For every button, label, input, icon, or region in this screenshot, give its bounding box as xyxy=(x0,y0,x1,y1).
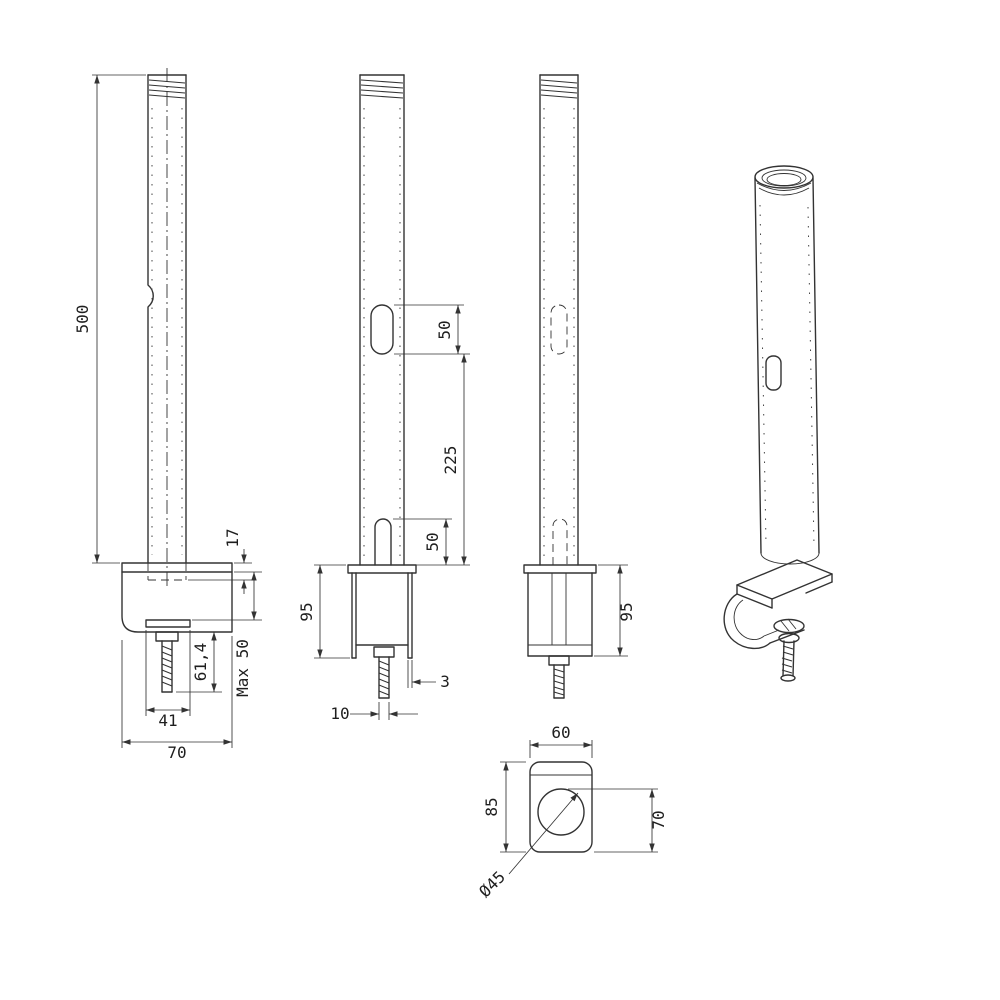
top-view: 60 85 70 Ø45 xyxy=(475,723,668,901)
dim-pad-width-label: 41 xyxy=(158,711,177,730)
dim-flange-thickness-label: 3 xyxy=(440,672,450,691)
front-view: 50 225 50 95 10 3 xyxy=(297,74,470,723)
clamp-iso xyxy=(723,559,833,650)
screw-front xyxy=(373,646,395,699)
pole-front xyxy=(359,74,405,566)
dimensions-side-right: 95 xyxy=(594,564,636,657)
dimensions-front: 50 225 50 95 10 3 xyxy=(297,304,470,723)
screw-side-right xyxy=(548,655,570,699)
dim-clamp-height-front-label: 95 xyxy=(297,602,316,621)
clamp-front xyxy=(347,564,417,659)
dim-pole-insert-label: 17 xyxy=(223,528,242,547)
dim-slot-height-label: 50 xyxy=(435,320,454,339)
dimensions-top: 60 85 70 Ø45 xyxy=(475,723,668,901)
dim-width-label: 60 xyxy=(551,723,570,742)
dim-bore-diameter-label: Ø45 xyxy=(475,867,509,901)
screw-side xyxy=(155,631,179,693)
pole-side-right xyxy=(539,74,579,566)
isometric-view xyxy=(723,165,833,682)
clamp-top xyxy=(529,761,593,853)
pole-side xyxy=(147,68,187,590)
side-view-left: 500 17 61,4 Max 50 41 70 xyxy=(73,68,262,762)
hidden-slot xyxy=(550,304,568,355)
dim-depth-label: 70 xyxy=(649,810,668,829)
clamp-side-right xyxy=(523,564,597,657)
pole-iso xyxy=(754,165,820,565)
dim-clamp-height-side-label: 95 xyxy=(617,602,636,621)
dimensions-side-left: 500 17 61,4 Max 50 41 70 xyxy=(73,74,262,762)
dim-lower-slot-height-label: 50 xyxy=(423,532,442,551)
clamp-side xyxy=(121,562,233,633)
dim-screw-diameter-label: 10 xyxy=(330,704,349,723)
upper-slot xyxy=(370,304,394,355)
screw-iso xyxy=(773,618,805,682)
lower-slot xyxy=(374,518,392,566)
dim-slot-offset-label: 225 xyxy=(441,446,460,475)
dim-max-clamp-label: Max 50 xyxy=(233,639,252,697)
hidden-lower-slot xyxy=(552,518,568,565)
dim-length-label: 85 xyxy=(482,797,501,816)
bore-circle xyxy=(537,788,585,836)
side-view-right: 95 xyxy=(523,74,636,699)
dim-clamp-depth-label: 70 xyxy=(167,743,186,762)
dim-overall-height-label: 500 xyxy=(73,305,92,334)
slot-iso xyxy=(765,355,782,391)
dim-screw-length-label: 61,4 xyxy=(191,643,210,682)
